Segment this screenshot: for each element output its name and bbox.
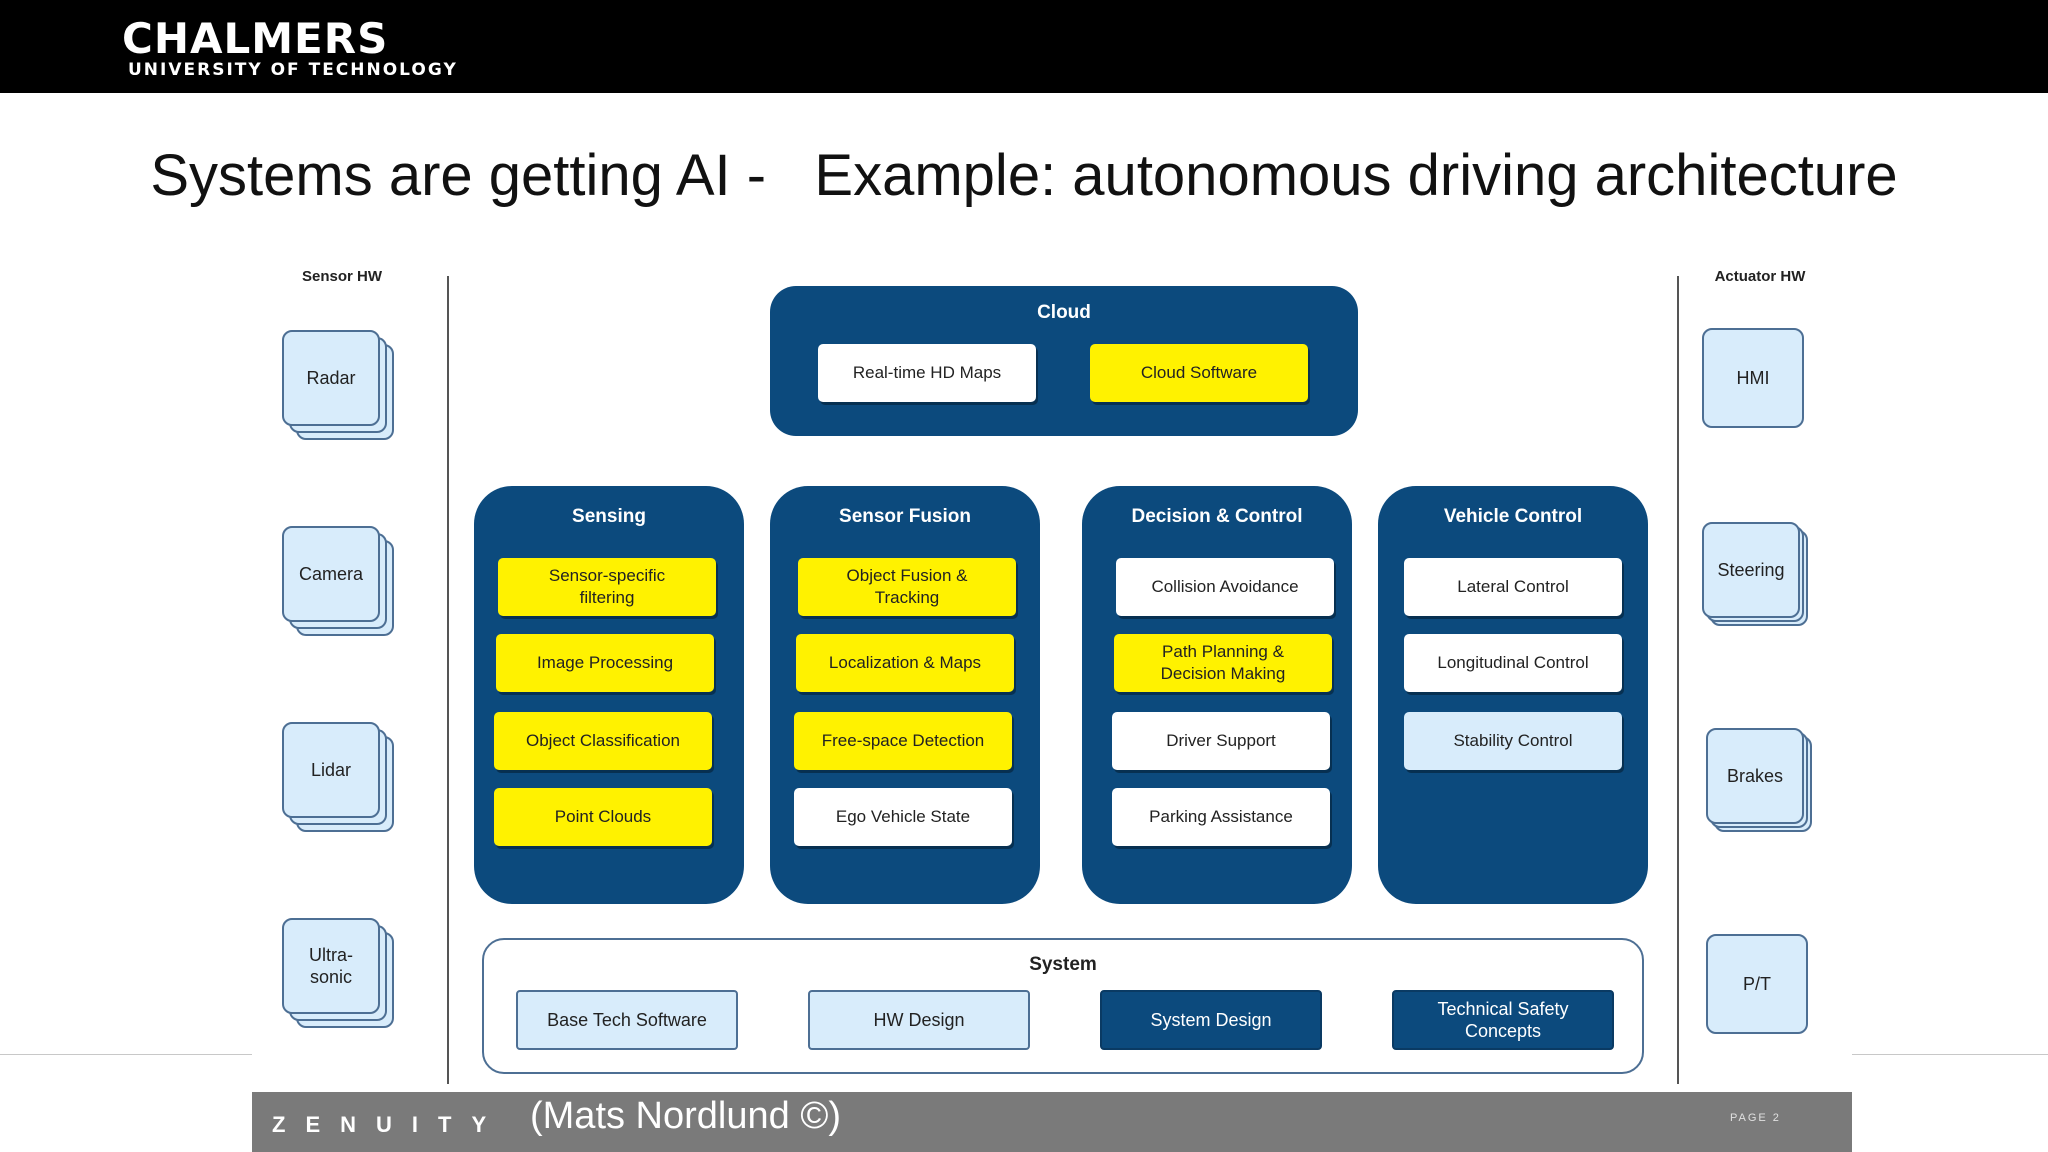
- sensor-fusion-title: Sensor Fusion: [839, 506, 971, 527]
- slide-title: Systems are getting AI - Example: autono…: [150, 143, 1898, 208]
- free-space-detection-box: Free-space Detection: [794, 712, 1012, 770]
- pt-actuator: P/T: [1706, 934, 1808, 1034]
- actuator-divider-line: [1677, 276, 1679, 1084]
- hw-design-box: HW Design: [808, 990, 1030, 1050]
- cloud-group: Cloud Real-time HD Maps Cloud Software: [770, 286, 1358, 436]
- divider-right: [1852, 1054, 2048, 1055]
- object-classification-box: Object Classification: [494, 712, 712, 770]
- decision-control-title: Decision & Control: [1131, 506, 1303, 527]
- chalmers-logo-subtitle: UNIVERSITY OF TECHNOLOGY: [128, 60, 458, 80]
- lateral-control-box: Lateral Control: [1404, 558, 1622, 616]
- brakes-actuator: Brakes: [1706, 728, 1812, 832]
- cloud-title: Cloud: [1037, 302, 1091, 323]
- ultrasonic-label: Ultra- sonic: [282, 918, 380, 1014]
- path-planning-box: Path Planning & Decision Making: [1114, 634, 1332, 692]
- driver-support-box: Driver Support: [1112, 712, 1330, 770]
- system-panel: System Base Tech Software HW Design Syst…: [482, 938, 1644, 1074]
- radar-sensor: Radar: [282, 330, 394, 440]
- top-bar: [0, 0, 2048, 93]
- base-tech-software-box: Base Tech Software: [516, 990, 738, 1050]
- sensor-fusion-group: Sensor Fusion Object Fusion & Tracking L…: [770, 486, 1040, 904]
- camera-label: Camera: [282, 526, 380, 622]
- camera-sensor: Camera: [282, 526, 394, 636]
- radar-label: Radar: [282, 330, 380, 426]
- cloud-software-box: Cloud Software: [1090, 344, 1308, 402]
- stability-control-box: Stability Control: [1404, 712, 1622, 770]
- sensor-divider-line: [447, 276, 449, 1084]
- sensing-title: Sensing: [572, 506, 646, 527]
- longitudinal-control-box: Longitudinal Control: [1404, 634, 1622, 692]
- object-fusion-tracking-box: Object Fusion & Tracking: [798, 558, 1016, 616]
- brakes-label: Brakes: [1706, 728, 1804, 824]
- footer-bar: [252, 1092, 1852, 1152]
- sensor-specific-filtering-box: Sensor-specific filtering: [498, 558, 716, 616]
- hmi-actuator: HMI: [1702, 328, 1804, 428]
- page-number: PAGE 2: [1730, 1112, 1781, 1124]
- vehicle-control-title: Vehicle Control: [1443, 506, 1583, 527]
- ultrasonic-sensor: Ultra- sonic: [282, 918, 394, 1028]
- chalmers-logo-name: CHALMERS: [122, 14, 389, 63]
- technical-safety-concepts-box: Technical Safety Concepts: [1392, 990, 1614, 1050]
- realtime-hd-maps-box: Real-time HD Maps: [818, 344, 1036, 402]
- point-clouds-box: Point Clouds: [494, 788, 712, 846]
- collision-avoidance-box: Collision Avoidance: [1116, 558, 1334, 616]
- parking-assistance-box: Parking Assistance: [1112, 788, 1330, 846]
- localization-maps-box: Localization & Maps: [796, 634, 1014, 692]
- vehicle-control-group: Vehicle Control Lateral Control Longitud…: [1378, 486, 1648, 904]
- zenuity-brand: ZENUITY: [272, 1112, 507, 1137]
- lidar-label: Lidar: [282, 722, 380, 818]
- system-title: System: [1029, 954, 1097, 975]
- system-design-box: System Design: [1100, 990, 1322, 1050]
- credit-text: (Mats Nordlund ©): [530, 1095, 841, 1137]
- lidar-sensor: Lidar: [282, 722, 394, 832]
- steering-label: Steering: [1702, 522, 1800, 618]
- ego-vehicle-state-box: Ego Vehicle State: [794, 788, 1012, 846]
- sensing-group: Sensing Sensor-specific filtering Image …: [474, 486, 744, 904]
- decision-control-group: Decision & Control Collision Avoidance P…: [1082, 486, 1352, 904]
- steering-actuator: Steering: [1702, 522, 1808, 626]
- actuator-hw-title: Actuator HW: [1714, 268, 1806, 285]
- sensor-hw-title: Sensor HW: [301, 268, 382, 285]
- image-processing-box: Image Processing: [496, 634, 714, 692]
- divider-left: [0, 1054, 252, 1055]
